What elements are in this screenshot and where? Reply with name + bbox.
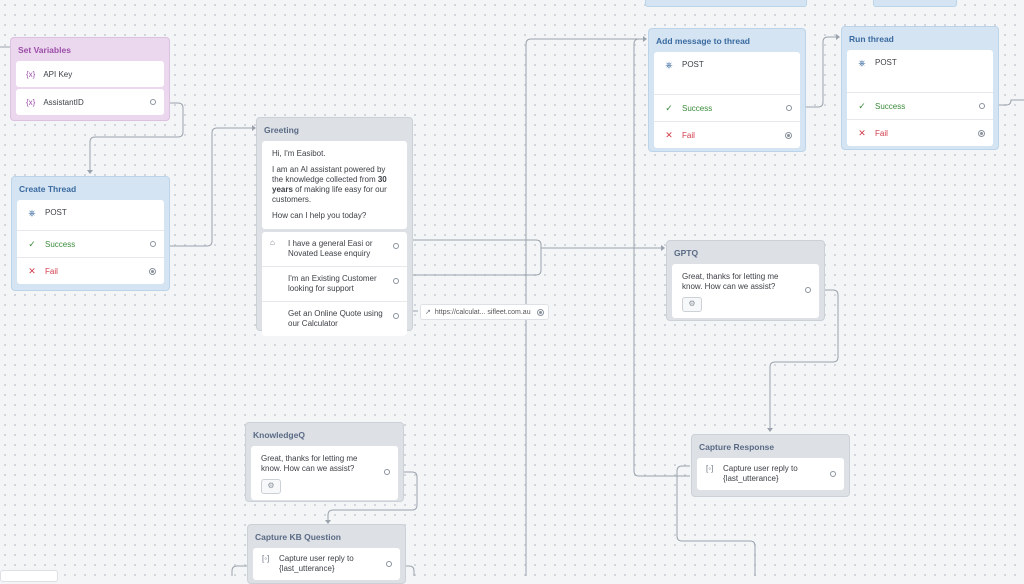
arrow-addmsg: [643, 36, 647, 42]
url-link[interactable]: ↗ https://calculat... sifleet.com.au: [420, 304, 549, 320]
node-title: Greeting: [264, 125, 299, 135]
close-icon: ✕: [858, 127, 866, 138]
output-port[interactable]: [384, 469, 390, 475]
node-title: Set Variables: [18, 45, 71, 55]
fail-port[interactable]: [978, 130, 985, 137]
capture-icon: [◦]: [706, 464, 714, 473]
capture-card[interactable]: [◦] Capture user reply to {last_utteranc…: [253, 548, 400, 580]
fail-port[interactable]: [149, 268, 156, 275]
api-card[interactable]: ⎈ POST ✓ Success ✕ Fail: [17, 200, 164, 284]
capture-card[interactable]: [◦] Capture user reply to {last_utteranc…: [697, 458, 844, 490]
gptq-node[interactable]: GPTQ Great, thanks for letting me know. …: [666, 240, 825, 321]
capture-kb-node[interactable]: Capture KB Question [◦] Capture user rep…: [247, 524, 406, 584]
greeting-message[interactable]: Hi, I'm Easibot. I am an AI assistant po…: [262, 141, 407, 229]
set-variables-node[interactable]: Set Variables {x} API Key {x} AssistantID: [10, 37, 170, 121]
close-icon: ✕: [28, 265, 36, 276]
fail-port[interactable]: [785, 132, 792, 139]
variable-item[interactable]: {x} AssistantID: [16, 89, 164, 115]
fail-label: Fail: [682, 130, 695, 140]
output-port[interactable]: [805, 287, 811, 293]
success-port[interactable]: [150, 241, 156, 247]
method-label: POST: [682, 60, 704, 69]
close-icon: ✕: [665, 129, 673, 140]
create-thread-node[interactable]: Create Thread ⎈ POST ✓ Success ✕ Fail: [11, 176, 170, 291]
arrow-createthread: [87, 170, 93, 174]
check-icon: ✓: [28, 238, 36, 249]
output-port[interactable]: [830, 471, 836, 477]
capture-text: Capture user reply to {last_utterance}: [723, 464, 798, 483]
variable-label: AssistantID: [43, 97, 84, 107]
message-text: Great, thanks for letting me know. How c…: [682, 272, 779, 291]
offscreen-node-stub: [873, 0, 957, 7]
output-port[interactable]: [150, 99, 156, 105]
message-card[interactable]: Great, thanks for letting me know. How c…: [672, 264, 819, 318]
external-link-icon: ↗: [425, 309, 431, 316]
choice-icon: ⌂: [270, 238, 275, 247]
message-card[interactable]: Great, thanks for letting me know. How c…: [251, 446, 398, 500]
node-title: GPTQ: [674, 248, 699, 258]
api-icon: ⎈: [28, 208, 36, 218]
node-title: KnowledgeQ: [253, 430, 305, 440]
success-port[interactable]: [786, 105, 792, 111]
wire-greeting-gptq-1: [402, 239, 662, 249]
node-title: Add message to thread: [656, 36, 750, 46]
choice-button[interactable]: Get an Online Quote using our Calculator: [262, 301, 407, 336]
output-port[interactable]: [386, 561, 392, 567]
variable-label: API Key: [43, 69, 73, 79]
knowledgeq-node[interactable]: KnowledgeQ Great, thanks for letting me …: [245, 422, 404, 502]
variable-item[interactable]: {x} API Key: [16, 61, 164, 87]
arrow-gptq: [661, 245, 665, 251]
node-title: Capture KB Question: [255, 532, 341, 542]
success-label: Success: [682, 103, 713, 113]
capture-icon: [◦]: [262, 554, 270, 563]
success-port[interactable]: [979, 103, 985, 109]
choice-button[interactable]: I'm an Existing Customer looking for sup…: [262, 266, 407, 301]
check-icon: ✓: [665, 102, 673, 113]
variable-icon: {x}: [26, 97, 36, 107]
message-text: Great, thanks for letting me know. How c…: [261, 454, 358, 473]
variable-icon: {x}: [26, 69, 36, 79]
message-line: I am an AI assistant powered by the know…: [272, 165, 387, 204]
run-thread-node[interactable]: Run thread ⎈ POST ✓ Success ✕ Fail: [841, 26, 999, 150]
fail-label: Fail: [45, 266, 58, 276]
wire-capturekb-in: [231, 565, 248, 576]
capture-text: Capture user reply to {last_utterance}: [279, 554, 354, 573]
node-title: Run thread: [849, 34, 894, 44]
node-title: Capture Response: [699, 442, 775, 452]
api-icon: ⎈: [858, 58, 866, 68]
arrow-capture: [767, 428, 773, 432]
message-line: How can I help you today?: [272, 211, 367, 220]
method-label: POST: [45, 208, 67, 217]
success-label: Success: [45, 239, 76, 249]
wire-greeting-gptq-2: [402, 248, 542, 276]
wire-vertical-main: [525, 38, 644, 312]
wire-createthread-greeting: [158, 127, 252, 247]
success-label: Success: [875, 101, 906, 111]
settings-icon[interactable]: ⚙: [261, 479, 281, 494]
add-message-node[interactable]: Add message to thread ⎈ POST ✓ Success ✕ Fa…: [648, 28, 806, 152]
choice-port[interactable]: [393, 243, 399, 249]
method-label: POST: [875, 58, 897, 67]
node-title: Create Thread: [19, 184, 77, 194]
choice-button[interactable]: ⌂ I have a general Easi or Novated Lease…: [262, 232, 407, 266]
arrow-runthread: [836, 34, 840, 40]
choice-port[interactable]: [393, 313, 399, 319]
bottom-left-panel-edge: [0, 570, 58, 582]
api-card[interactable]: ⎈ POST ✓ Success ✕ Fail: [847, 50, 993, 146]
greeting-node[interactable]: Greeting Hi, I'm Easibot. I am an AI ass…: [256, 117, 413, 336]
fail-label: Fail: [875, 128, 888, 138]
api-card[interactable]: ⎈ POST ✓ Success ✕ Fail: [654, 52, 800, 148]
settings-icon[interactable]: ⚙: [682, 297, 702, 312]
url-port[interactable]: [536, 308, 544, 316]
buttons-card: ⌂ I have a general Easi or Novated Lease…: [262, 232, 407, 336]
capture-response-node[interactable]: Capture Response [◦] Capture user reply …: [691, 434, 850, 497]
offscreen-node-stub: [645, 0, 807, 7]
choice-port[interactable]: [393, 278, 399, 284]
api-icon: ⎈: [665, 60, 673, 70]
message-line: Hi, I'm Easibot.: [272, 149, 326, 158]
check-icon: ✓: [858, 100, 866, 111]
